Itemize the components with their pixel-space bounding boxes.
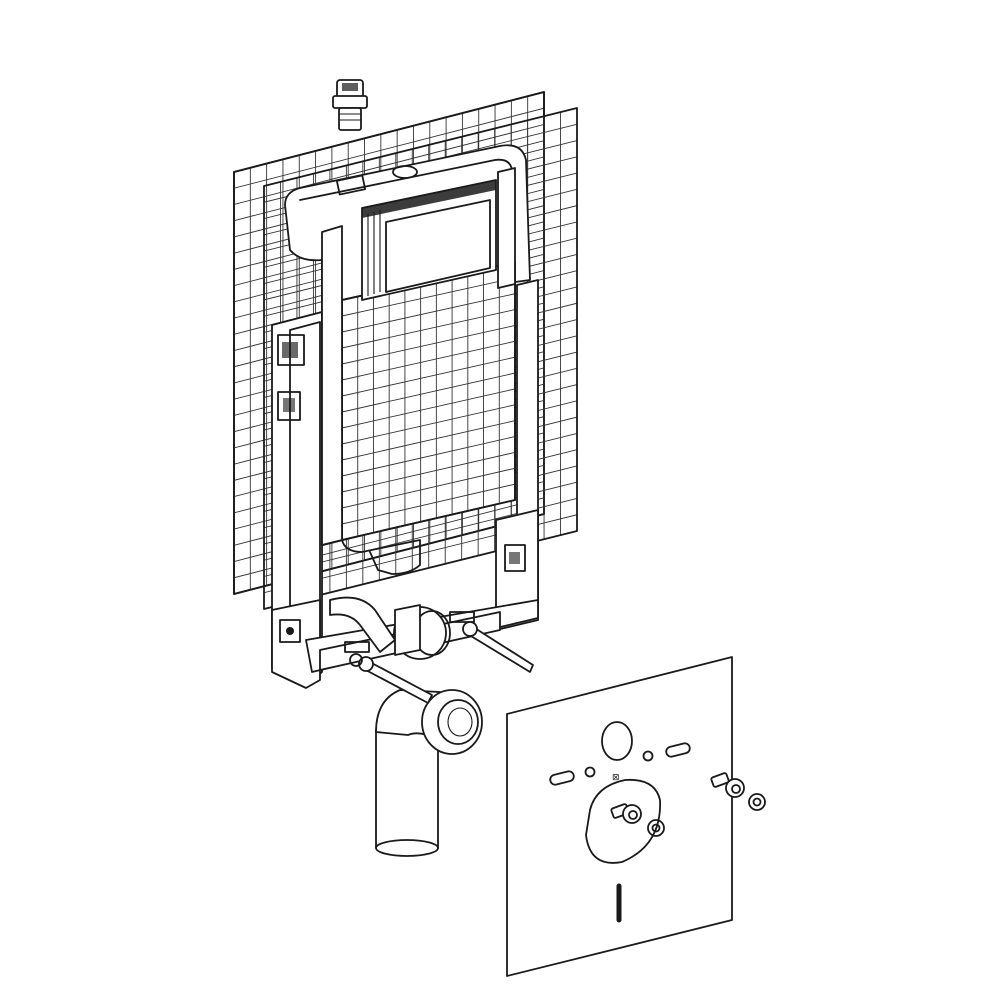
threaded-rods	[349, 621, 534, 704]
grid-line	[342, 325, 515, 365]
grid-line	[342, 420, 515, 461]
drain-elbow	[329, 596, 451, 660]
grid-line	[342, 388, 515, 429]
pad-mark: ⊠	[612, 773, 620, 783]
grid-line	[342, 451, 515, 493]
fixing-screw-with-washer	[610, 803, 665, 837]
grid-line	[342, 483, 515, 525]
frame-bracket	[277, 334, 305, 366]
grid-line	[342, 467, 515, 509]
grid-line	[342, 356, 515, 397]
grid-line	[342, 293, 515, 333]
fixing-screw-with-washer	[710, 772, 766, 811]
grid-line	[342, 436, 515, 477]
grid-line	[342, 372, 515, 413]
frame-bracket	[277, 391, 301, 421]
connection-pipe	[375, 689, 483, 857]
sound-insulation-pad: ⊠	[506, 656, 733, 977]
flush-valve-fitting	[332, 79, 368, 131]
grid-line	[234, 107, 544, 189]
grid-line	[234, 124, 544, 205]
grid-line	[342, 340, 515, 381]
grid-line	[342, 309, 515, 349]
grid-line	[342, 404, 515, 445]
flush-plate-opening	[361, 179, 497, 301]
grid-line	[342, 277, 515, 317]
